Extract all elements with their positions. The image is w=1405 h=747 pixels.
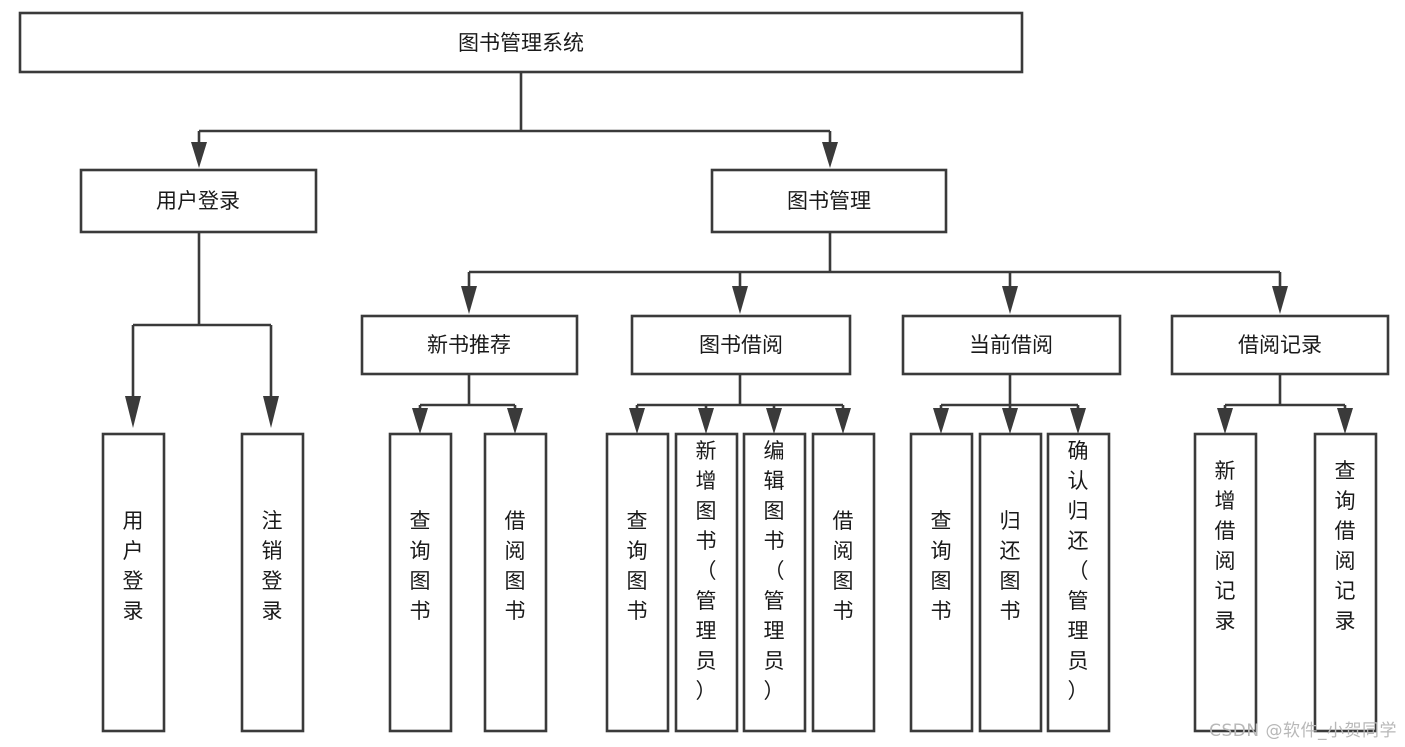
node-borrow-label: 图书借阅: [699, 333, 783, 357]
node-current[interactable]: 当前借阅: [901, 314, 1122, 376]
node-login-box[interactable]: [79, 168, 318, 234]
node-leaf2[interactable]: 注销登录: [240, 432, 305, 733]
node-leaf11-box[interactable]: [1046, 432, 1111, 733]
node-leaf8-box[interactable]: [811, 432, 876, 733]
node-borrow-box[interactable]: [630, 314, 852, 376]
node-leaf9[interactable]: 查询图书: [909, 432, 974, 733]
arrowhead-leaf9: [933, 408, 949, 434]
node-login-label: 用户登录: [156, 189, 240, 213]
arrowhead-leaf7: [766, 408, 782, 434]
node-current-box[interactable]: [901, 314, 1122, 376]
node-leaf10-box[interactable]: [978, 432, 1043, 733]
connector-group-records: [1217, 374, 1353, 434]
node-leaf3[interactable]: 查询图书: [388, 432, 453, 733]
node-leaf12-label: 新增借阅记录: [1215, 459, 1236, 633]
node-leaf9-label: 查询图书: [931, 509, 952, 623]
node-leaf1[interactable]: 用户登录: [101, 432, 166, 733]
arrowhead-leaf4: [507, 408, 523, 434]
node-leaf8-label: 借阅图书: [833, 509, 854, 623]
node-root-box[interactable]: [18, 11, 1024, 74]
arrowhead-leaf2: [263, 396, 279, 428]
node-leaf12[interactable]: 新增借阅记录: [1193, 432, 1258, 733]
arrowhead-leaf8: [835, 408, 851, 434]
node-leaf8[interactable]: 借阅图书: [811, 432, 876, 733]
connector-group-root: [191, 72, 838, 168]
node-leaf11[interactable]: 确认归还（管理员）: [1046, 432, 1111, 733]
node-records[interactable]: 借阅记录: [1170, 314, 1390, 376]
node-leaf10-label: 归还图书: [1000, 509, 1021, 623]
node-leaf13[interactable]: 查询借阅记录: [1313, 432, 1378, 733]
node-leaf2-box[interactable]: [240, 432, 305, 733]
node-leaf5-label: 查询图书: [627, 509, 648, 623]
node-leaf2-label: 注销登录: [262, 509, 283, 623]
arrowhead-leaf3: [412, 408, 428, 434]
node-leaf13-box[interactable]: [1313, 432, 1378, 733]
arrowhead-leaf10: [1002, 408, 1018, 434]
node-leaf5[interactable]: 查询图书: [605, 432, 670, 733]
node-bookmgmt-label: 图书管理: [787, 189, 871, 213]
node-bookmgmt-box[interactable]: [710, 168, 948, 234]
node-leaf4-box[interactable]: [483, 432, 548, 733]
node-leaf6-box[interactable]: [674, 432, 739, 733]
arrowhead-login: [191, 142, 207, 168]
node-login[interactable]: 用户登录: [79, 168, 318, 234]
node-leaf3-box[interactable]: [388, 432, 453, 733]
arrowhead-leaf11: [1070, 408, 1086, 434]
connector-group-borrow: [629, 374, 851, 434]
node-leaf13-label: 查询借阅记录: [1335, 459, 1356, 633]
node-leaf7-label: 编辑图书（管理员）: [764, 439, 785, 703]
node-newbook[interactable]: 新书推荐: [360, 314, 579, 376]
node-leaf4-label: 借阅图书: [505, 509, 526, 623]
arrowhead-leaf1: [125, 396, 141, 428]
node-borrow[interactable]: 图书借阅: [630, 314, 852, 376]
node-leaf6[interactable]: 新增图书（管理员）: [674, 432, 739, 733]
node-current-label: 当前借阅: [969, 333, 1053, 357]
arrowhead-bookmgmt: [822, 142, 838, 168]
node-leaf1-box[interactable]: [101, 432, 166, 733]
node-leaf9-box[interactable]: [909, 432, 974, 733]
node-leaf12-box[interactable]: [1193, 432, 1258, 733]
arrowhead-leaf5: [629, 408, 645, 434]
connector-group-current: [933, 374, 1086, 434]
node-newbook-label: 新书推荐: [427, 333, 511, 357]
node-leaf7-box[interactable]: [742, 432, 807, 733]
node-leaf3-label: 查询图书: [410, 509, 431, 623]
node-bookmgmt[interactable]: 图书管理: [710, 168, 948, 234]
node-leaf10[interactable]: 归还图书: [978, 432, 1043, 733]
node-root[interactable]: 图书管理系统: [18, 11, 1024, 74]
arrowhead-newbook: [461, 286, 477, 314]
arrowhead-leaf6: [698, 408, 714, 434]
node-records-box[interactable]: [1170, 314, 1390, 376]
arrowhead-borrow: [732, 286, 748, 314]
node-leaf4[interactable]: 借阅图书: [483, 432, 548, 733]
node-leaf1-label: 用户登录: [123, 509, 144, 623]
node-leaf5-box[interactable]: [605, 432, 670, 733]
connector-group-newbook: [412, 374, 523, 434]
node-leaf7[interactable]: 编辑图书（管理员）: [742, 432, 807, 733]
arrowhead-leaf12: [1217, 408, 1233, 434]
connector-group-bookmgmt: [461, 232, 1288, 314]
connector-group-login: [125, 232, 279, 428]
arrowhead-current: [1002, 286, 1018, 314]
node-records-label: 借阅记录: [1238, 333, 1322, 357]
node-root-label: 图书管理系统: [458, 31, 584, 55]
arrowhead-records: [1272, 286, 1288, 314]
node-leaf6-label: 新增图书（管理员）: [696, 439, 717, 703]
node-leaf11-label: 确认归还（管理员）: [1068, 439, 1089, 703]
node-newbook-box[interactable]: [360, 314, 579, 376]
arrowhead-leaf13: [1337, 408, 1353, 434]
